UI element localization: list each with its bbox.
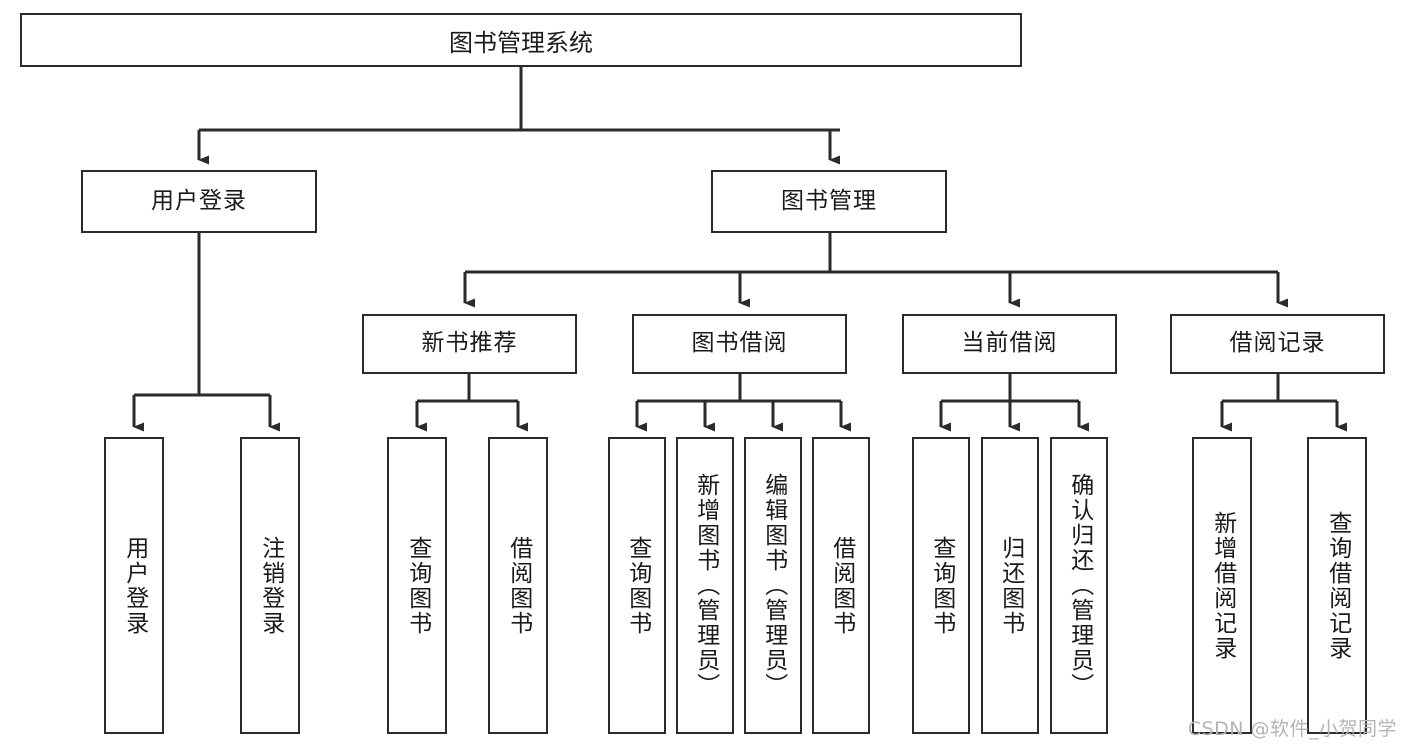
leaf-label: 借阅图书: [505, 535, 532, 636]
leaf-user-logout[interactable]: 注销登录: [240, 437, 300, 734]
node-borrow-record[interactable]: 借阅记录: [1170, 314, 1385, 374]
node-label: 图书管理: [781, 187, 877, 214]
leaf-label: 查询图书: [624, 535, 651, 636]
leaf-query-borrow-record[interactable]: 查询借阅记录: [1307, 437, 1367, 734]
node-book-borrow[interactable]: 图书借阅: [632, 314, 847, 374]
leaf-return-book[interactable]: 归还图书: [981, 437, 1039, 734]
node-root-system[interactable]: 图书管理系统: [20, 13, 1022, 67]
leaf-label: 查询图书: [404, 535, 431, 636]
leaf-label: 新增图书（管理员）: [692, 473, 719, 698]
leaf-label: 借阅图书: [828, 535, 855, 636]
leaf-query-book[interactable]: 查询图书: [608, 437, 666, 734]
node-label: 新书推荐: [421, 330, 518, 357]
leaf-edit-book-admin[interactable]: 编辑图书（管理员）: [744, 437, 802, 734]
node-label: 借阅记录: [1229, 330, 1326, 357]
leaf-borrow-book-new[interactable]: 借阅图书: [488, 437, 548, 734]
node-user-login[interactable]: 用户登录: [81, 170, 317, 233]
node-new-book-recommend[interactable]: 新书推荐: [362, 314, 577, 374]
leaf-confirm-return-admin[interactable]: 确认归还（管理员）: [1050, 437, 1108, 734]
leaf-label: 查询借阅记录: [1324, 510, 1351, 661]
leaf-label: 查询图书: [928, 535, 955, 636]
node-label: 当前借阅: [961, 330, 1058, 357]
leaf-user-login[interactable]: 用户登录: [104, 437, 164, 734]
leaf-label: 注销登录: [257, 535, 284, 636]
node-book-management[interactable]: 图书管理: [711, 170, 947, 233]
node-label: 图书管理系统: [449, 28, 593, 57]
leaf-borrow-book[interactable]: 借阅图书: [812, 437, 870, 734]
node-current-borrow[interactable]: 当前借阅: [902, 314, 1117, 374]
leaf-label: 编辑图书（管理员）: [760, 473, 787, 698]
leaf-query-book-new[interactable]: 查询图书: [387, 437, 447, 734]
leaf-add-borrow-record[interactable]: 新增借阅记录: [1192, 437, 1252, 734]
node-label: 用户登录: [151, 187, 247, 214]
watermark-csdn: CSDN @软件_小贺同学: [1187, 718, 1397, 740]
leaf-label: 确认归还（管理员）: [1066, 473, 1093, 698]
node-label: 图书借阅: [691, 330, 788, 357]
leaf-label: 归还图书: [997, 535, 1024, 636]
leaf-label: 用户登录: [121, 535, 148, 636]
leaf-query-book-current[interactable]: 查询图书: [912, 437, 970, 734]
leaf-label: 新增借阅记录: [1209, 510, 1236, 661]
leaf-add-book-admin[interactable]: 新增图书（管理员）: [676, 437, 734, 734]
